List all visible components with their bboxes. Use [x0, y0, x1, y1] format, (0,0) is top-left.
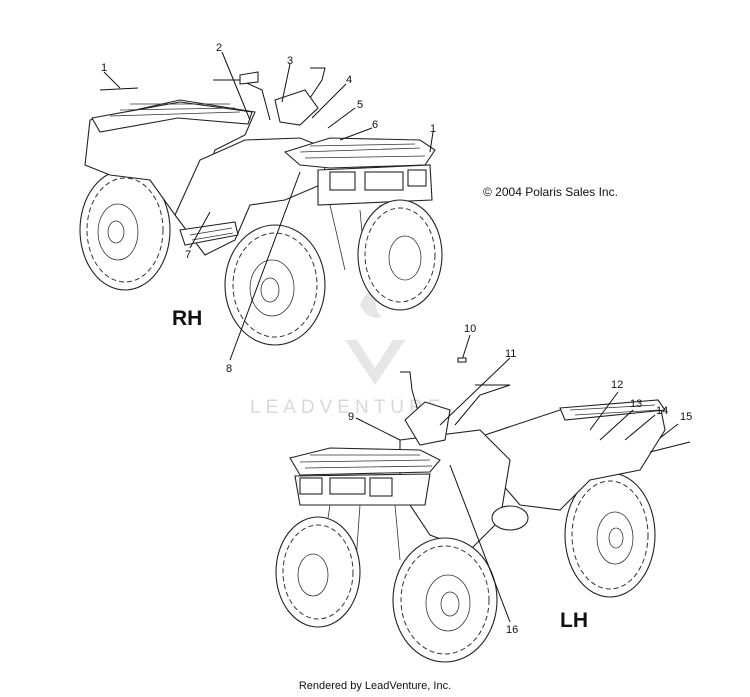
lh-headlight-right [369, 477, 393, 497]
callout-lh-16: 16 [506, 624, 518, 636]
callout-rh-4: 4 [346, 74, 352, 86]
lh-leader-lines [355, 334, 691, 623]
lh-front-wheel-near [392, 537, 498, 663]
callout-rh-1-rear: 1 [101, 62, 107, 74]
copyright-text: © 2004 Polaris Sales Inc. [483, 185, 618, 199]
lh-handlebar-left [400, 371, 423, 426]
rh-leader-lines [99, 51, 434, 361]
callout-lh-14: 14 [656, 405, 668, 417]
callout-rh-8: 8 [226, 363, 232, 375]
callout-lh-12: 12 [611, 379, 623, 391]
rh-handlebar-right [301, 67, 326, 111]
rh-rear-rack [91, 101, 253, 133]
lh-headlight-left [299, 477, 323, 495]
callout-rh-3: 3 [287, 55, 293, 67]
view-label-lh: LH [560, 609, 588, 632]
callout-lh-11: 11 [505, 348, 516, 360]
rh-headlight-center [364, 171, 404, 191]
rh-handlebar-left [213, 79, 271, 121]
rh-headlight-left [329, 171, 356, 191]
atv-rh-illustration [79, 67, 443, 346]
lh-handlebar-right [454, 384, 511, 426]
lh-engine [491, 505, 529, 531]
callout-lh-15: 15 [680, 411, 692, 423]
lh-headlight-center [329, 477, 366, 495]
rh-front-wheel-far [357, 199, 443, 311]
rh-headlight-right [407, 169, 427, 187]
view-label-rh: RH [172, 307, 202, 330]
callout-rh-7: 7 [185, 249, 191, 261]
callout-lh-9: 9 [348, 411, 354, 423]
lh-rear-rack [559, 399, 666, 421]
callout-lh-13: 13 [630, 398, 642, 410]
rh-headlight-pod [274, 89, 319, 126]
footer-credit: Rendered by LeadVenture, Inc. [298, 680, 452, 692]
watermark-text: LEADVENTURE [250, 397, 445, 418]
lh-front-wheel-far [275, 516, 361, 628]
rh-front-wheel-near [224, 224, 326, 346]
callout-rh-2: 2 [216, 42, 222, 54]
watermark-v-logo-icon [345, 340, 405, 385]
callout-rh-5: 5 [357, 99, 363, 111]
atv-lh-illustration [275, 371, 666, 663]
callout-lh-10: 10 [464, 323, 476, 335]
lh-headlight-pod [404, 401, 451, 446]
callout-rh-6: 6 [372, 119, 378, 131]
callout-rh-1-front: 1 [430, 123, 436, 135]
